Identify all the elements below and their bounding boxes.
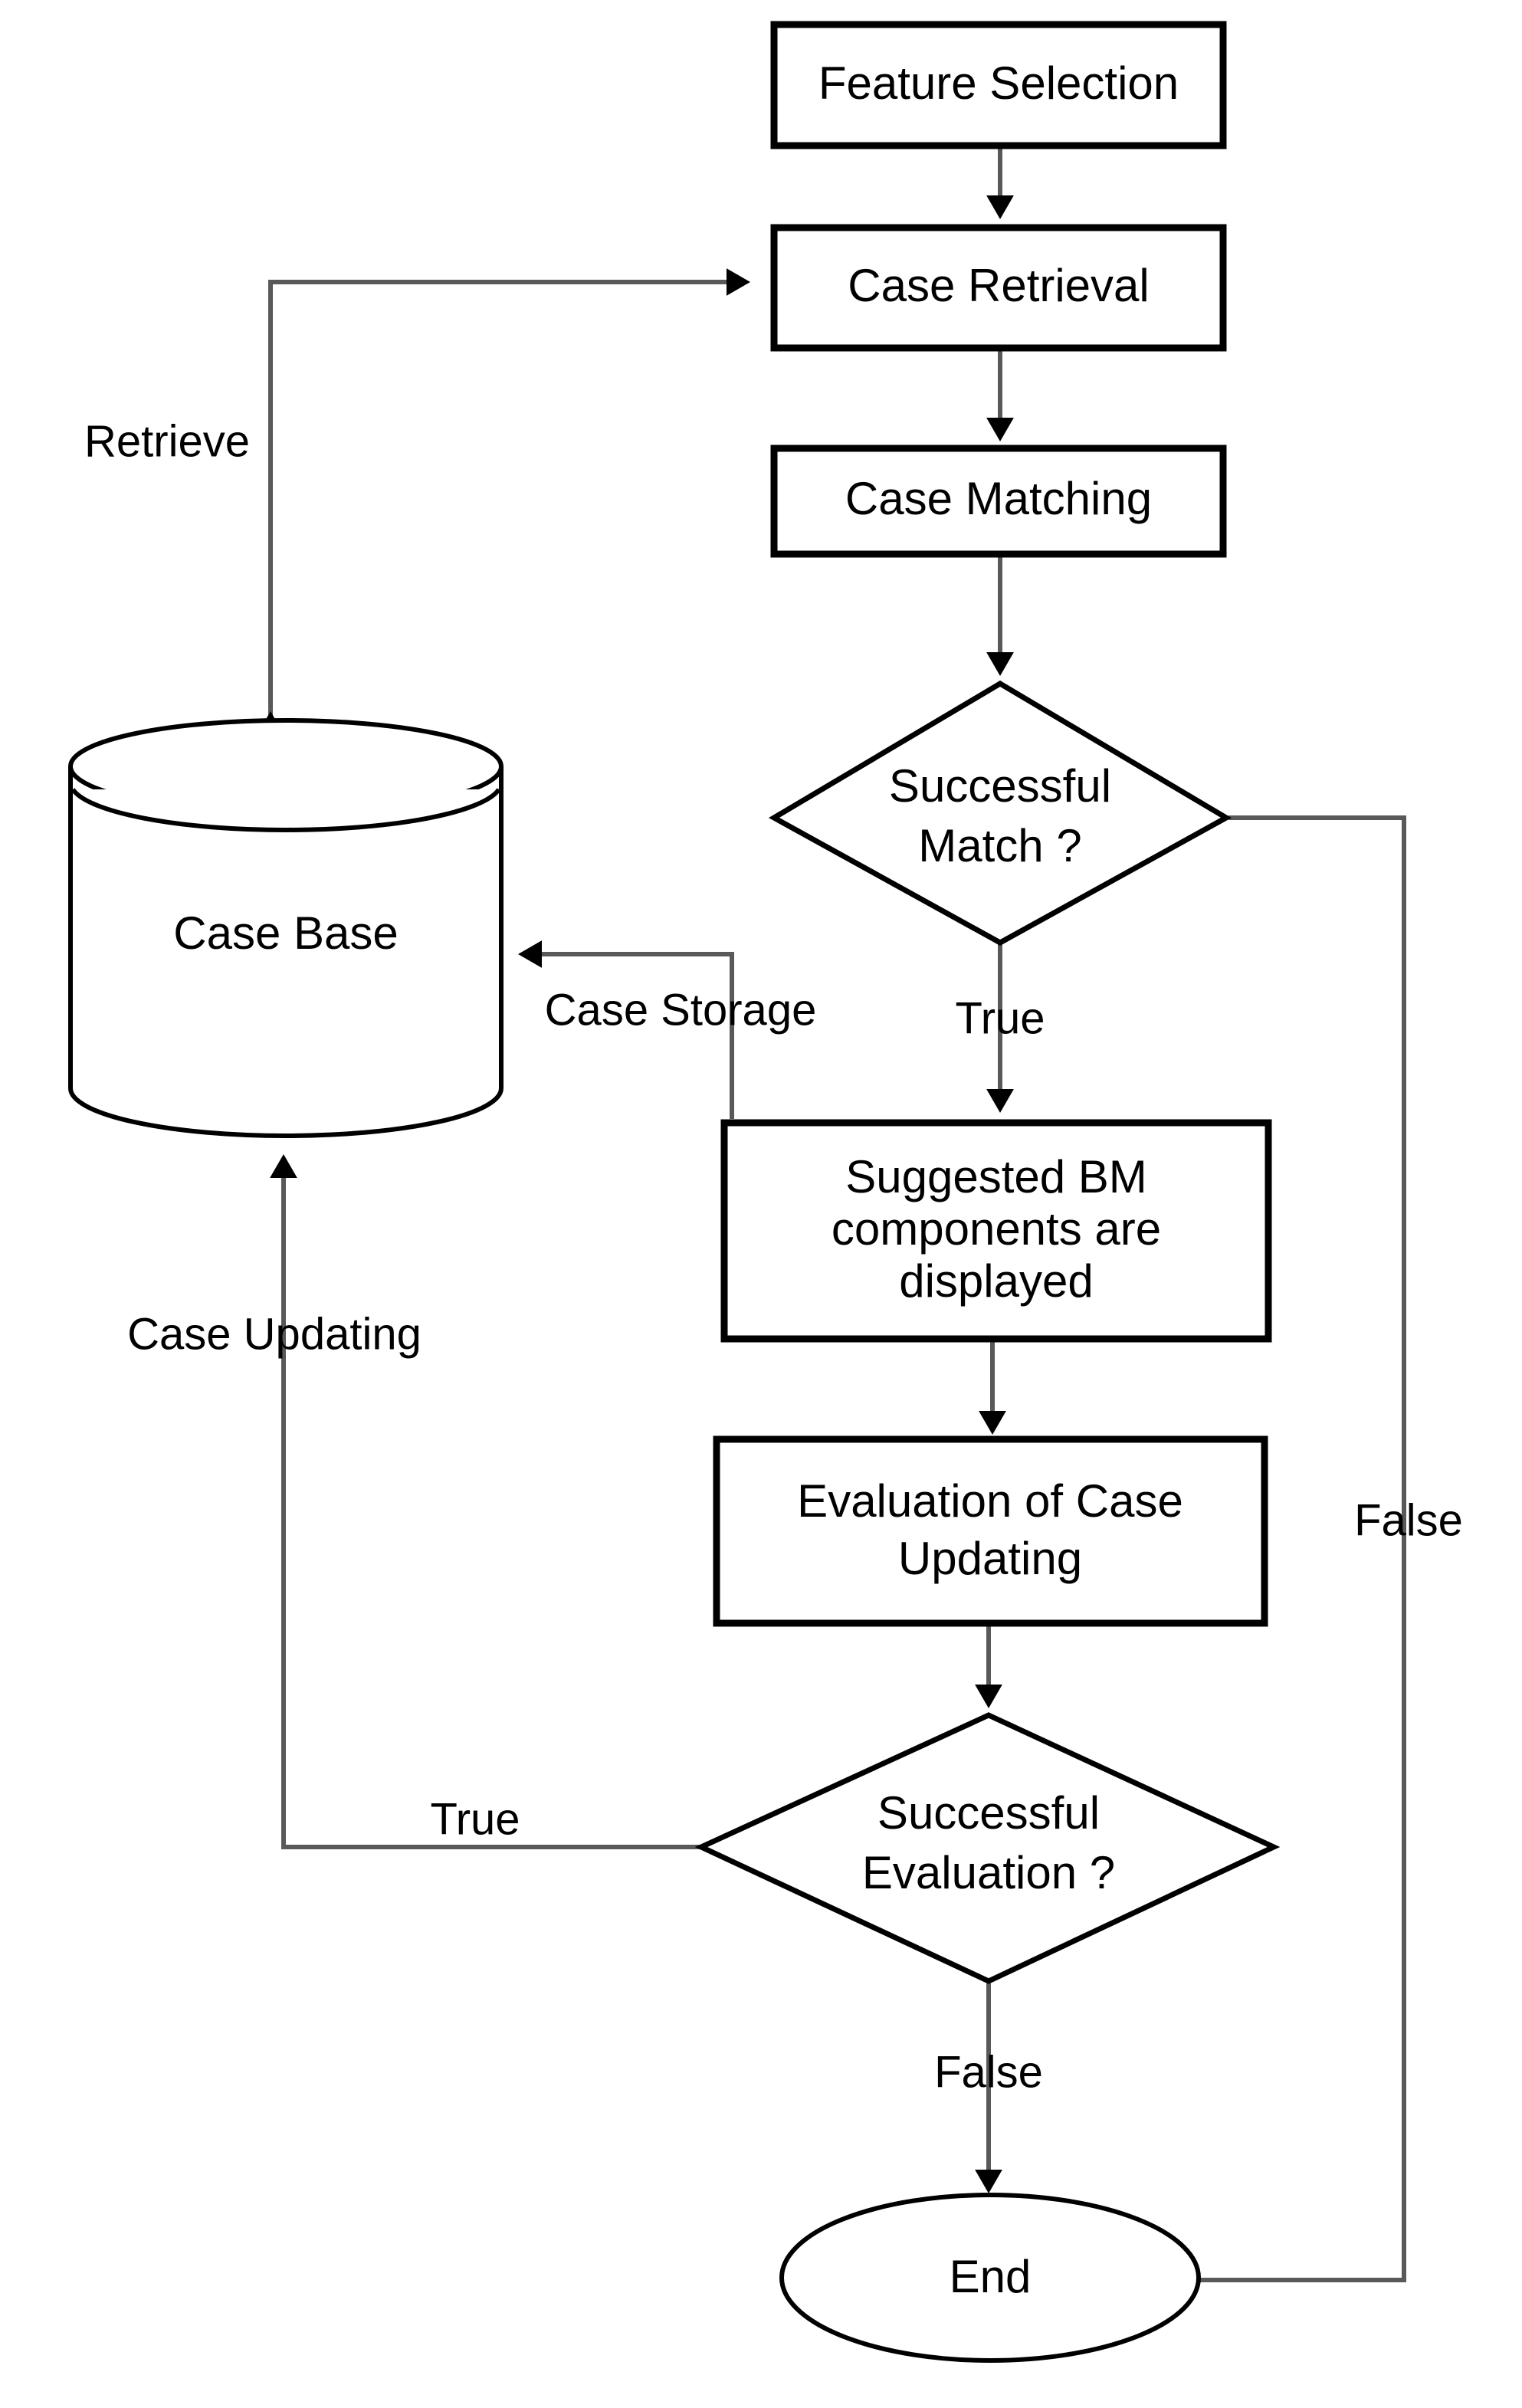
edge-match-false	[993, 815, 1406, 2294]
case-base-label: Case Base	[173, 907, 399, 959]
node-end[interactable]: End	[779, 2193, 1201, 2363]
edge-label-match-true: True	[955, 993, 1045, 1043]
suggested-bm-label-line3: displayed	[899, 1255, 1094, 1307]
feature-selection-label: Feature Selection	[818, 57, 1179, 109]
node-case-matching[interactable]: Case Matching	[770, 445, 1227, 558]
node-case-retrieval[interactable]: Case Retrieval	[770, 224, 1227, 352]
edge-label-retrieve: Retrieve	[84, 416, 250, 466]
edge-eval-true-case-updating	[270, 1154, 701, 1849]
suggested-bm-label-line1: Suggested BM	[845, 1151, 1147, 1202]
evaluation-case-updating-label-line1: Evaluation of Case	[797, 1475, 1183, 1527]
case-retrieval-label: Case Retrieval	[848, 260, 1150, 311]
edge-label-match-false: False	[1354, 1495, 1463, 1545]
case-matching-label: Case Matching	[845, 473, 1152, 524]
end-label: End	[950, 2251, 1032, 2302]
successful-match-label-line1: Successful	[889, 760, 1111, 812]
suggested-bm-label-line2: components are	[832, 1203, 1161, 1255]
node-suggested-bm[interactable]: Suggested BM components are displayed	[720, 1119, 1272, 1343]
edge-label-case-updating: Case Updating	[127, 1309, 422, 1359]
node-case-base[interactable]: Case Base	[68, 718, 504, 1138]
edge-label-eval-false: False	[934, 2047, 1043, 2097]
successful-evaluation-label-line1: Successful	[877, 1787, 1100, 1839]
successful-match-label-line2: Match ?	[918, 820, 1081, 871]
edge-label-eval-true: True	[430, 1794, 520, 1844]
successful-evaluation-label-line2: Evaluation ?	[862, 1847, 1115, 1898]
evaluation-case-updating-label-line2: Updating	[898, 1533, 1082, 1584]
edge-case-storage	[518, 940, 734, 1119]
edge-retrieve	[257, 268, 750, 759]
edge-label-case-storage: Case Storage	[545, 985, 817, 1035]
node-successful-match[interactable]: Successful Match ?	[768, 680, 1232, 946]
node-feature-selection[interactable]: Feature Selection	[770, 21, 1227, 149]
node-evaluation-case-updating[interactable]: Evaluation of Case Updating	[713, 1435, 1268, 1627]
node-successful-evaluation[interactable]: Successful Evaluation ?	[694, 1712, 1281, 1984]
